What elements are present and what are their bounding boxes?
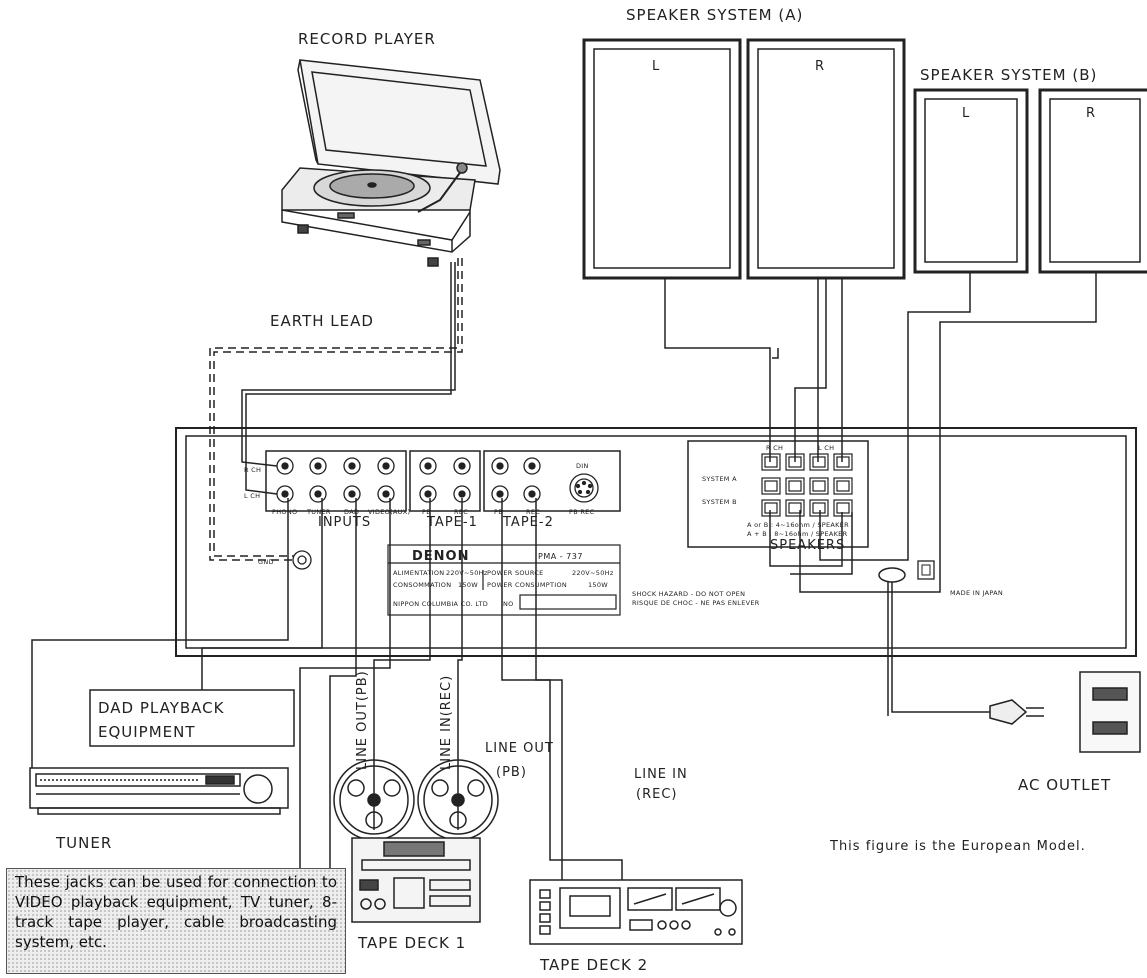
speakers-label: SPEAKERS — [770, 538, 845, 553]
spk-note-1: A or B : 4~16ohm / SPEAKER — [747, 521, 849, 529]
system-b-label: SYSTEM B — [702, 498, 737, 506]
jacks-note: These jacks can be used for connection t… — [6, 868, 346, 974]
speaker-system-a — [582, 38, 906, 280]
plate-consommation: CONSOMMATION — [393, 581, 451, 589]
tuner-unit — [29, 767, 289, 815]
jack-tuner-label: TUNER — [306, 508, 331, 516]
amp-rch-label: R CH — [244, 466, 261, 474]
plate-power-value: 220V~50Hz — [572, 569, 614, 577]
warning-1: SHOCK HAZARD - DO NOT OPEN — [632, 590, 745, 598]
dad-label-1: DAD PLAYBACK — [98, 699, 225, 717]
earth-lead-label: EARTH LEAD — [270, 312, 374, 330]
line-in-rec-label: LINE IN(REC) — [439, 675, 454, 770]
line-out-label: LINE OUT — [485, 741, 554, 756]
ac-outlet-label: AC OUTLET — [1018, 776, 1111, 794]
plate-alim-value: 220V~50Hz — [446, 569, 488, 577]
wall-outlet — [1079, 671, 1141, 753]
gnd-label: GND — [258, 558, 274, 566]
amplifier-rear-panel — [175, 427, 1137, 657]
record-player-label: RECORD PLAYER — [298, 30, 436, 48]
plate-no: NO — [503, 600, 514, 608]
warning-2: RISQUE DE CHOC - NE PAS ENLEVER — [632, 599, 760, 607]
spk-lch-label: L CH — [818, 444, 834, 452]
tape2-rec-label: REC — [526, 508, 540, 516]
plate-alimentation: ALIMENTATION — [393, 569, 444, 577]
plate-power-consumption: POWER CONSUMPTION — [487, 581, 567, 589]
plate-maker: NIPPON COLUMBIA CO. LTD — [393, 600, 488, 608]
spk-note-2: A + B : 8~16ohm / SPEAKER — [747, 530, 848, 538]
tape1-pb-label: PB — [422, 508, 431, 516]
made-in-label: MADE IN JAPAN — [950, 589, 1003, 597]
earth-lead-cable — [209, 258, 459, 561]
jack-phono-label: PHONO — [272, 508, 297, 516]
ac-plug — [989, 699, 1044, 725]
tape2-label: TAPE-2 — [502, 515, 554, 530]
dad-label-2: EQUIPMENT — [98, 723, 196, 741]
speaker-system-b-label: SPEAKER SYSTEM (B) — [920, 66, 1097, 84]
system-a-label: SYSTEM A — [702, 475, 737, 483]
plate-power-source: POWER SOURCE — [487, 569, 544, 577]
amp-lch-label: L CH — [244, 492, 260, 500]
speaker-system-b — [913, 88, 1147, 274]
tape-deck-1-label: TAPE DECK 1 — [357, 934, 466, 952]
line-in-rec-sub: (REC) — [636, 787, 677, 802]
speaker-a-l-label: L — [652, 59, 660, 74]
line-in-label: LINE IN — [634, 767, 688, 782]
speaker-b-r-label: R — [1086, 106, 1096, 121]
tape-deck-1 — [333, 759, 499, 923]
spk-rch-label: R CH — [766, 444, 783, 452]
dad-equipment-box — [89, 689, 295, 747]
record-player — [281, 59, 501, 267]
rating-plate — [387, 544, 621, 616]
tuner-label: TUNER — [55, 834, 112, 852]
tape-deck-2-label: TAPE DECK 2 — [539, 956, 648, 974]
ac-outlet-socket — [917, 560, 935, 580]
plate-cons-value: 150W — [458, 581, 478, 589]
brand-label: DENON — [412, 549, 469, 564]
jack-video-label: VIDEO(AUX) — [368, 508, 410, 516]
din-pb-rec-label: PB REC — [569, 508, 595, 516]
model-label: PMA - 737 — [538, 552, 583, 561]
jack-dad-label: DAD — [344, 508, 359, 516]
speaker-b-l-label: L — [962, 106, 970, 121]
tape2-pb-label: PB — [494, 508, 503, 516]
line-out-pb-label: LINE OUT(PB) — [355, 670, 370, 770]
tape1-rec-label: REC — [454, 508, 468, 516]
tape1-label: TAPE-1 — [426, 515, 478, 530]
speaker-system-a-label: SPEAKER SYSTEM (A) — [626, 6, 803, 24]
din-label: DIN — [576, 462, 589, 470]
speaker-a-left-wire — [664, 278, 771, 462]
model-note: This figure is the European Model. — [829, 839, 1086, 854]
speaker-a-r-label: R — [815, 59, 825, 74]
speaker-terminals — [761, 453, 853, 517]
plate-pc-value: 150W — [588, 581, 608, 589]
inputs-label: INPUTS — [318, 515, 371, 530]
tape-deck-2 — [529, 879, 743, 945]
line-out-pb-sub: (PB) — [496, 765, 527, 780]
